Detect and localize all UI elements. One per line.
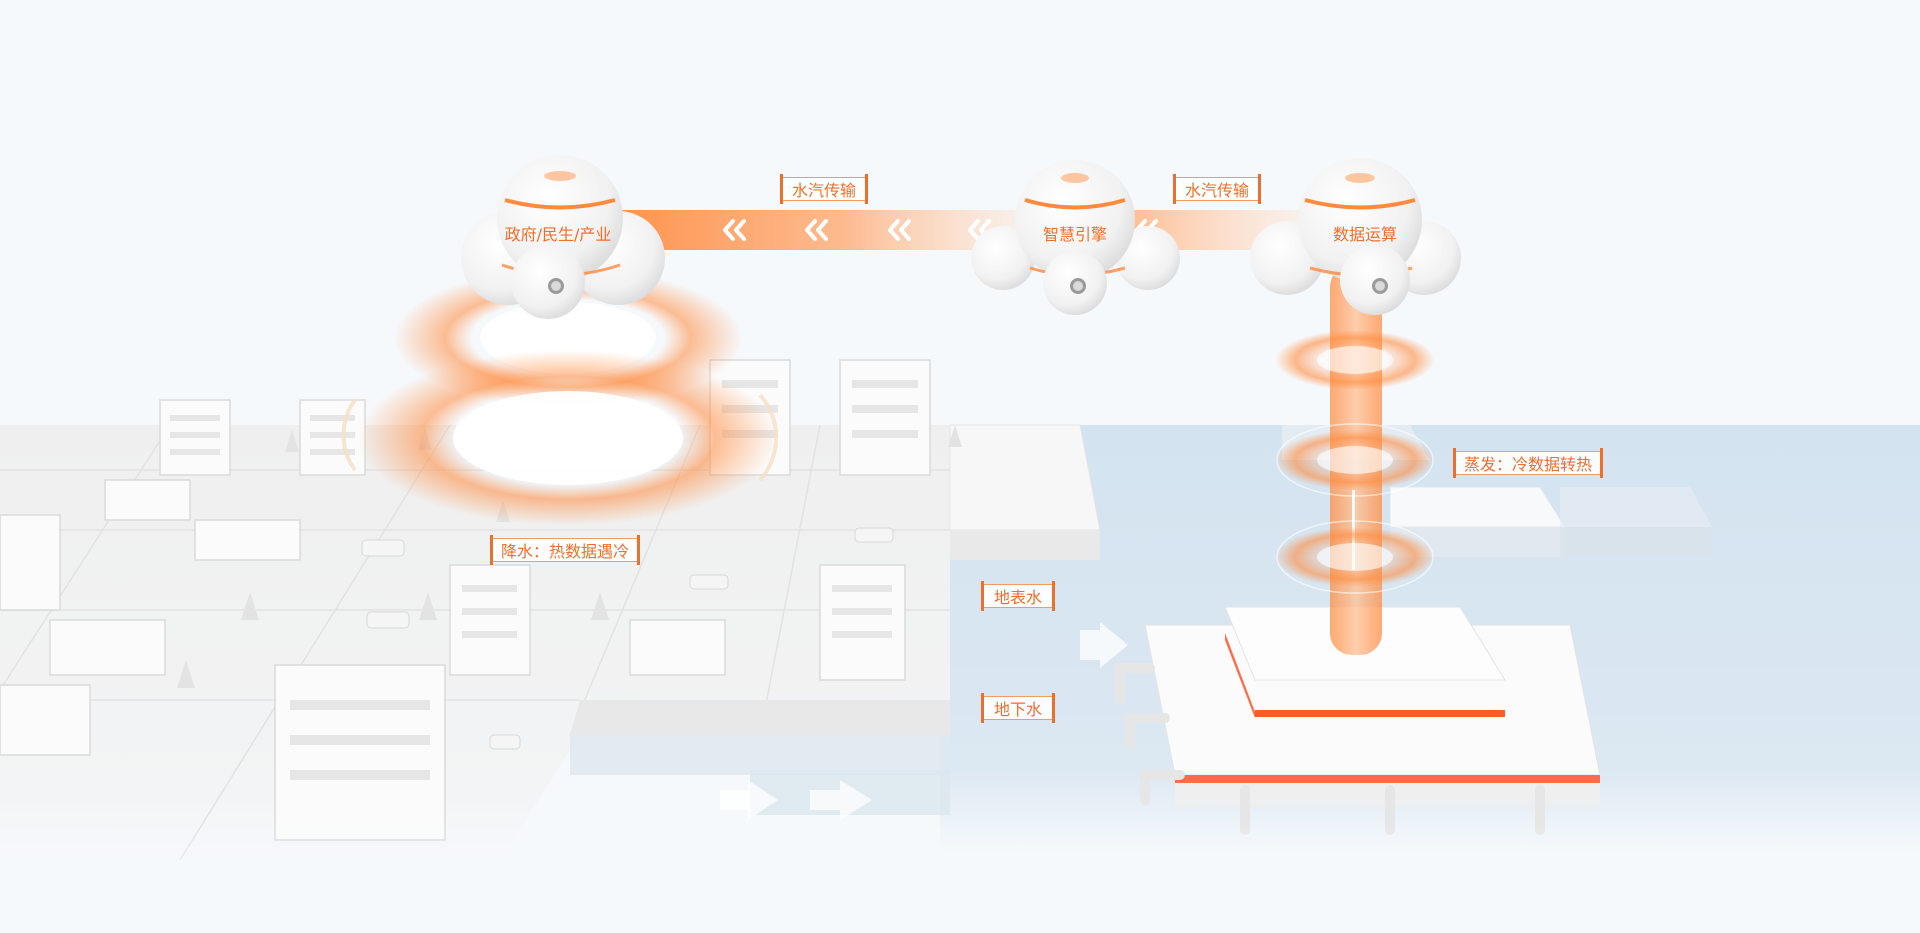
node-gov-label: 政府/民生/产业 <box>504 225 612 244</box>
label-vapor-left: 水汽传输 <box>780 174 868 204</box>
evaporation-column <box>1275 265 1435 655</box>
label-vapor-right: 水汽传输 <box>1173 174 1261 204</box>
node-compute-label: 数据运算 <box>1332 225 1398 244</box>
node-gov <box>461 155 665 319</box>
label-evaporation: 蒸发：冷数据转热 <box>1453 448 1603 478</box>
node-compute <box>1250 158 1461 315</box>
city-cars <box>361 527 894 750</box>
ground-grid <box>0 424 950 861</box>
label-precipitation: 降水：热数据遇冷 <box>490 535 640 565</box>
node-engine <box>971 160 1180 315</box>
vapor-beams <box>600 210 1315 250</box>
precipitation-halos <box>341 268 779 526</box>
label-groundwater: 地下水 <box>981 693 1055 723</box>
bottom-fade <box>0 820 1920 933</box>
label-surface-water: 地表水 <box>981 581 1055 611</box>
node-engine-label: 智慧引擎 <box>1042 225 1108 244</box>
building-windows <box>170 380 918 780</box>
flow-arrows <box>720 622 1128 820</box>
